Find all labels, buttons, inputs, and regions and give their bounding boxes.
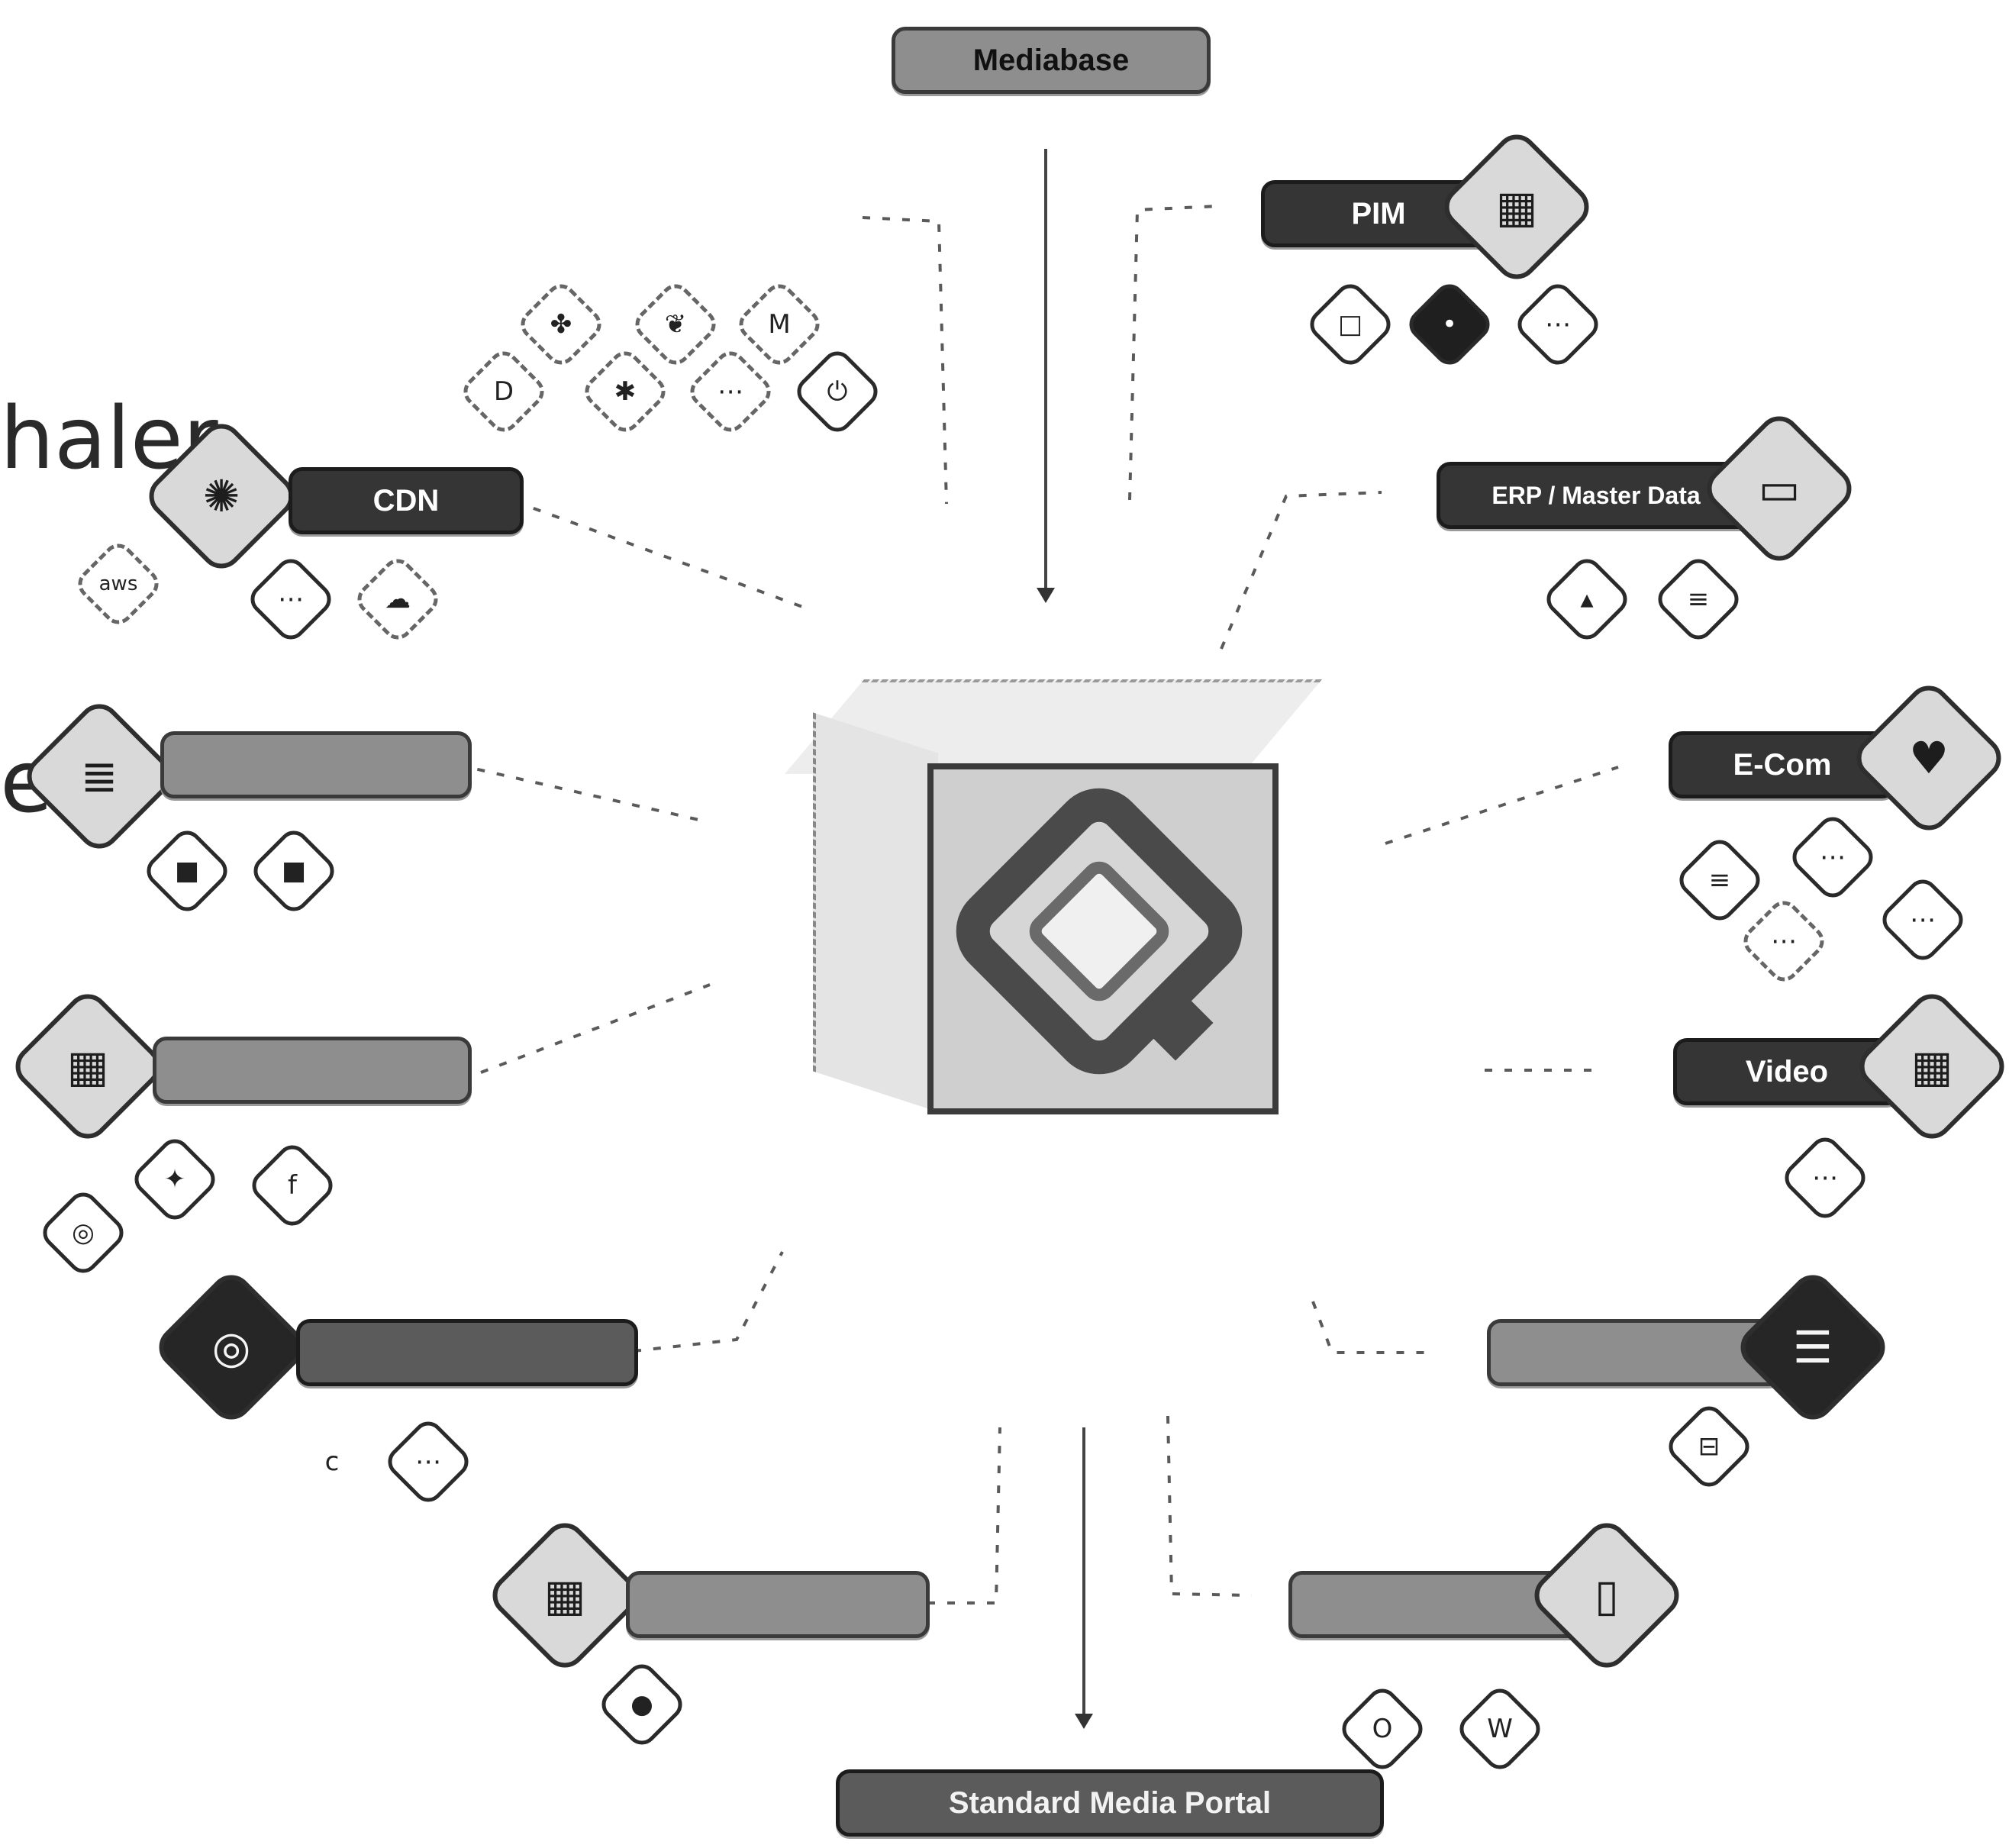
node-ecom-text: E-Com xyxy=(1733,748,1832,782)
node-print-label xyxy=(626,1571,930,1638)
star-icon: ✱ xyxy=(614,376,637,407)
film-icon: ▦ xyxy=(1911,1040,1953,1092)
power-icon: ⏻ xyxy=(827,376,848,407)
office-logo-icon: O xyxy=(1372,1714,1393,1744)
cloud-logo-icon: ☁ xyxy=(385,584,411,614)
amazon-logo-icon: ⋯ xyxy=(1771,926,1797,956)
connector-portal-left xyxy=(458,765,702,821)
stack-icon: ≣ xyxy=(81,750,118,802)
word-logo-icon: W xyxy=(1487,1714,1513,1744)
connector-print xyxy=(927,1427,1000,1603)
stop-icon: ■ xyxy=(282,856,306,886)
connector-erp xyxy=(1221,492,1382,649)
brand-logo-icon: ⋯ xyxy=(1545,309,1571,340)
connector-campaign xyxy=(634,1252,782,1351)
sap-logo-icon: ≡ xyxy=(1688,584,1710,614)
stop-icon: ■ xyxy=(175,856,199,886)
node-erp-text: ERP / Master Data xyxy=(1491,482,1700,509)
node-video-text: Video xyxy=(1746,1055,1828,1088)
calendar-icon: ▦ xyxy=(67,1040,109,1092)
leaf-icon: ❦ xyxy=(665,309,687,340)
arrowhead-top xyxy=(1037,588,1055,603)
connector-cdn xyxy=(496,495,813,611)
c-letter-icon: c xyxy=(325,1446,340,1477)
hub-side-face xyxy=(813,712,938,1111)
node-cdn-text: CDN xyxy=(373,484,440,518)
akamai-logo-icon: ⋯ xyxy=(278,584,304,614)
node-cms-label xyxy=(1487,1319,1783,1386)
monitor-icon: ▭ xyxy=(1759,463,1801,514)
file-icon: ▯ xyxy=(1595,1569,1619,1621)
bottom-label-media-portal: Standard Media Portal xyxy=(836,1769,1384,1837)
bottom-label-text: Standard Media Portal xyxy=(949,1786,1271,1820)
node-campaign-label xyxy=(296,1319,638,1386)
connector-cms xyxy=(1313,1301,1435,1353)
connector-ecom xyxy=(1385,767,1618,843)
campaign-tool-icon: ⋯ xyxy=(415,1446,441,1477)
dot-icon: • xyxy=(1442,309,1457,340)
instagram-icon: ◎ xyxy=(72,1217,95,1248)
connector-office xyxy=(1168,1416,1252,1595)
grid-icon: ▦ xyxy=(544,1569,586,1621)
product-box-icon: ▦ xyxy=(1496,181,1538,233)
shop-logo-icon: ⋯ xyxy=(1820,842,1846,872)
dots-icon: ⋯ xyxy=(718,376,743,407)
cms-logo-icon: ⊟ xyxy=(1698,1431,1720,1462)
chip-aws-text: aws xyxy=(99,572,138,595)
arrow-up-icon: ▴ xyxy=(1580,584,1593,614)
node-portal-label xyxy=(160,731,472,798)
connector-pim xyxy=(1130,206,1217,500)
m-letter-icon: M xyxy=(768,309,790,340)
top-label-text: Mediabase xyxy=(973,44,1130,77)
video-platform-icon: ⋯ xyxy=(1812,1163,1838,1193)
top-label-mediabase: Mediabase xyxy=(892,27,1211,94)
target-icon: ◎ xyxy=(212,1321,251,1373)
twitter-icon: ✦ xyxy=(164,1164,186,1195)
marketplace-logo-icon: ⋯ xyxy=(1910,905,1936,935)
connector-social xyxy=(481,985,710,1072)
d-letter-icon: D xyxy=(494,376,514,407)
indesign-logo-icon: ● xyxy=(630,1689,653,1720)
network-icon: ✺ xyxy=(203,470,240,522)
facebook-icon: f xyxy=(288,1170,297,1201)
node-cdn-label: CDN xyxy=(289,467,524,534)
connector-dam-group xyxy=(863,218,946,504)
sap-commerce-icon: ≡ xyxy=(1709,865,1731,895)
puzzle-icon: ✤ xyxy=(550,309,572,340)
node-pim-text: PIM xyxy=(1351,197,1405,231)
hub-logo-inner xyxy=(1023,855,1176,1008)
node-social-label xyxy=(153,1037,472,1104)
shop-icon: ♥ xyxy=(1909,732,1949,784)
arrowhead-bottom xyxy=(1075,1714,1093,1729)
document-icon: ☰ xyxy=(1793,1321,1833,1373)
square-icon: □ xyxy=(1338,309,1362,340)
